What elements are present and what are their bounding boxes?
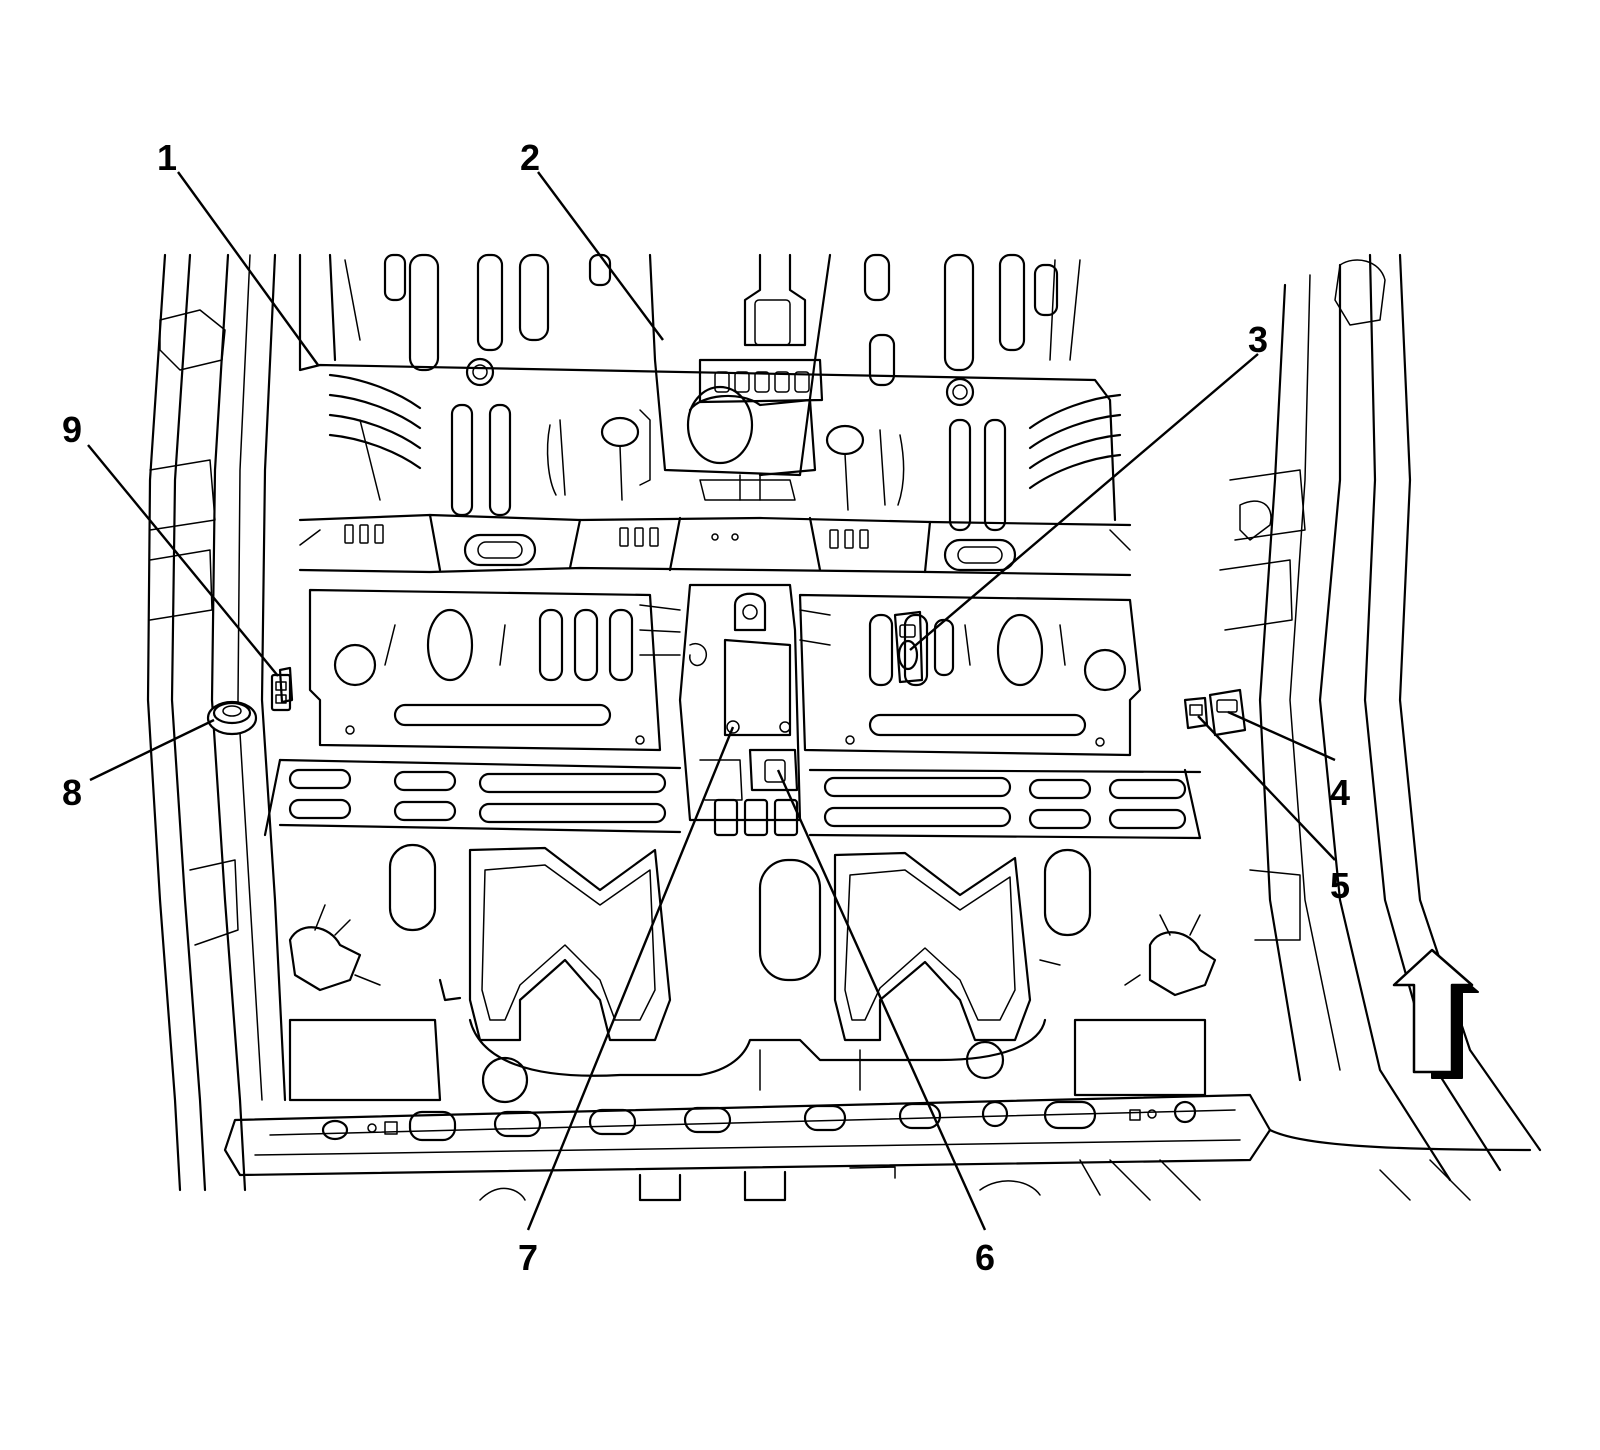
- callout-1: 1: [157, 137, 177, 178]
- front-crossmember: [298, 513, 1132, 577]
- leader-8: [89, 718, 215, 782]
- leader-4: [1227, 710, 1336, 762]
- forward-arrow-icon: [1392, 948, 1479, 1079]
- leader-2: [537, 171, 664, 341]
- left-body-side: [146, 253, 287, 1192]
- callout-6: 6: [975, 1237, 995, 1278]
- callout-8: 8: [62, 772, 82, 813]
- callout-4: 4: [1330, 772, 1350, 813]
- rear-floor-pan: [288, 843, 1217, 1104]
- rear-lower-structure: [479, 1128, 1532, 1202]
- center-module: [678, 583, 831, 837]
- right-body-side: [1219, 253, 1542, 1182]
- leader-7: [526, 726, 735, 1231]
- callout-2: 2: [520, 137, 540, 178]
- right-seat-panel: [798, 593, 1142, 757]
- callout-9: 9: [62, 409, 82, 450]
- callout-3: 3: [1248, 319, 1268, 360]
- leader-1: [177, 171, 319, 366]
- leader-9: [87, 444, 279, 677]
- leader-lines: [87, 171, 1336, 1231]
- rear-floor-ribs: [263, 758, 1202, 840]
- front-floor-ribs: [328, 253, 1122, 532]
- left-seat-panel: [308, 588, 681, 752]
- left-side-components: [206, 666, 294, 736]
- callout-7: 7: [518, 1237, 538, 1278]
- center-console: [639, 253, 832, 501]
- leader-3: [909, 353, 1259, 651]
- callout-5: 5: [1330, 865, 1350, 906]
- floor-pan-drawing: [146, 253, 1542, 1202]
- leader-5: [1197, 715, 1336, 861]
- rear-crossmember: [223, 1093, 1272, 1177]
- leader-6: [776, 769, 987, 1231]
- callout-labels: 1 2 3 4 5 6 7 8 9: [62, 137, 1350, 1278]
